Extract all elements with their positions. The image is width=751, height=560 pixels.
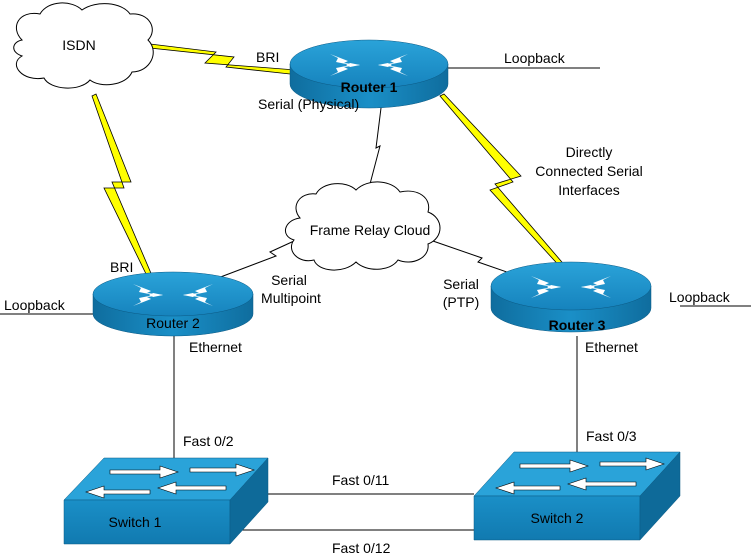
frame-relay-label: Frame Relay Cloud — [310, 222, 431, 238]
loopback-r1-label: Loopback — [504, 50, 566, 66]
r1-serial-line — [369, 99, 383, 185]
switch-arrows-icon — [495, 457, 665, 495]
r2-serial-line — [209, 235, 306, 282]
ethernet-r3-label: Ethernet — [585, 339, 638, 355]
router-arrows-icon — [133, 284, 213, 306]
serial-multipoint-line1: Serial — [271, 272, 307, 288]
isdn-r2-lightning-icon — [91, 93, 154, 279]
bri-r2-label: BRI — [110, 259, 133, 275]
router-2[interactable] — [92, 271, 254, 337]
isdn-cloud: ISDN — [13, 2, 154, 89]
serial-ptp-line2: (PTP) — [443, 294, 480, 310]
interface-labels: BRI Loopback Serial (Physical) Directly … — [4, 49, 731, 556]
router-arrows-icon — [330, 54, 408, 76]
router-3-label: Router 3 — [549, 317, 606, 333]
fast-011-label: Fast 0/11 — [332, 472, 390, 488]
connection-lines — [0, 67, 751, 531]
serial-multipoint-line2: Multipoint — [261, 290, 321, 306]
direct-label-line1: Directly — [566, 144, 613, 160]
serial-physical-label: Serial (Physical) — [258, 96, 359, 112]
isdn-label: ISDN — [62, 37, 95, 53]
loopback-r3-label: Loopback — [669, 289, 731, 305]
direct-label-line3: Interfaces — [558, 182, 619, 198]
router-arrows-icon — [531, 276, 611, 298]
serial-ptp-line1: Serial — [443, 276, 479, 292]
router-2-label: Router 2 — [146, 315, 200, 331]
ethernet-r2-label: Ethernet — [189, 339, 242, 355]
r3-serial-line — [429, 239, 531, 281]
switch-1-label: Switch 1 — [109, 514, 162, 530]
bri-r1-label: BRI — [256, 49, 279, 65]
frame-relay-cloud: Frame Relay Cloud — [285, 181, 441, 271]
direct-label-line2: Connected Serial — [535, 163, 642, 179]
switch-2[interactable] — [473, 451, 681, 541]
fast-02-label: Fast 0/2 — [183, 433, 234, 449]
switch-arrows-icon — [85, 463, 255, 499]
fast-03-label: Fast 0/3 — [586, 428, 637, 444]
loopback-r2-label: Loopback — [4, 297, 66, 313]
fast-012-label: Fast 0/12 — [332, 540, 391, 556]
router-3[interactable] — [490, 261, 652, 333]
router-1[interactable] — [289, 39, 449, 109]
switch-2-label: Switch 2 — [531, 510, 584, 526]
switch-1[interactable] — [63, 457, 269, 545]
router-1-label: Router 1 — [341, 79, 398, 95]
